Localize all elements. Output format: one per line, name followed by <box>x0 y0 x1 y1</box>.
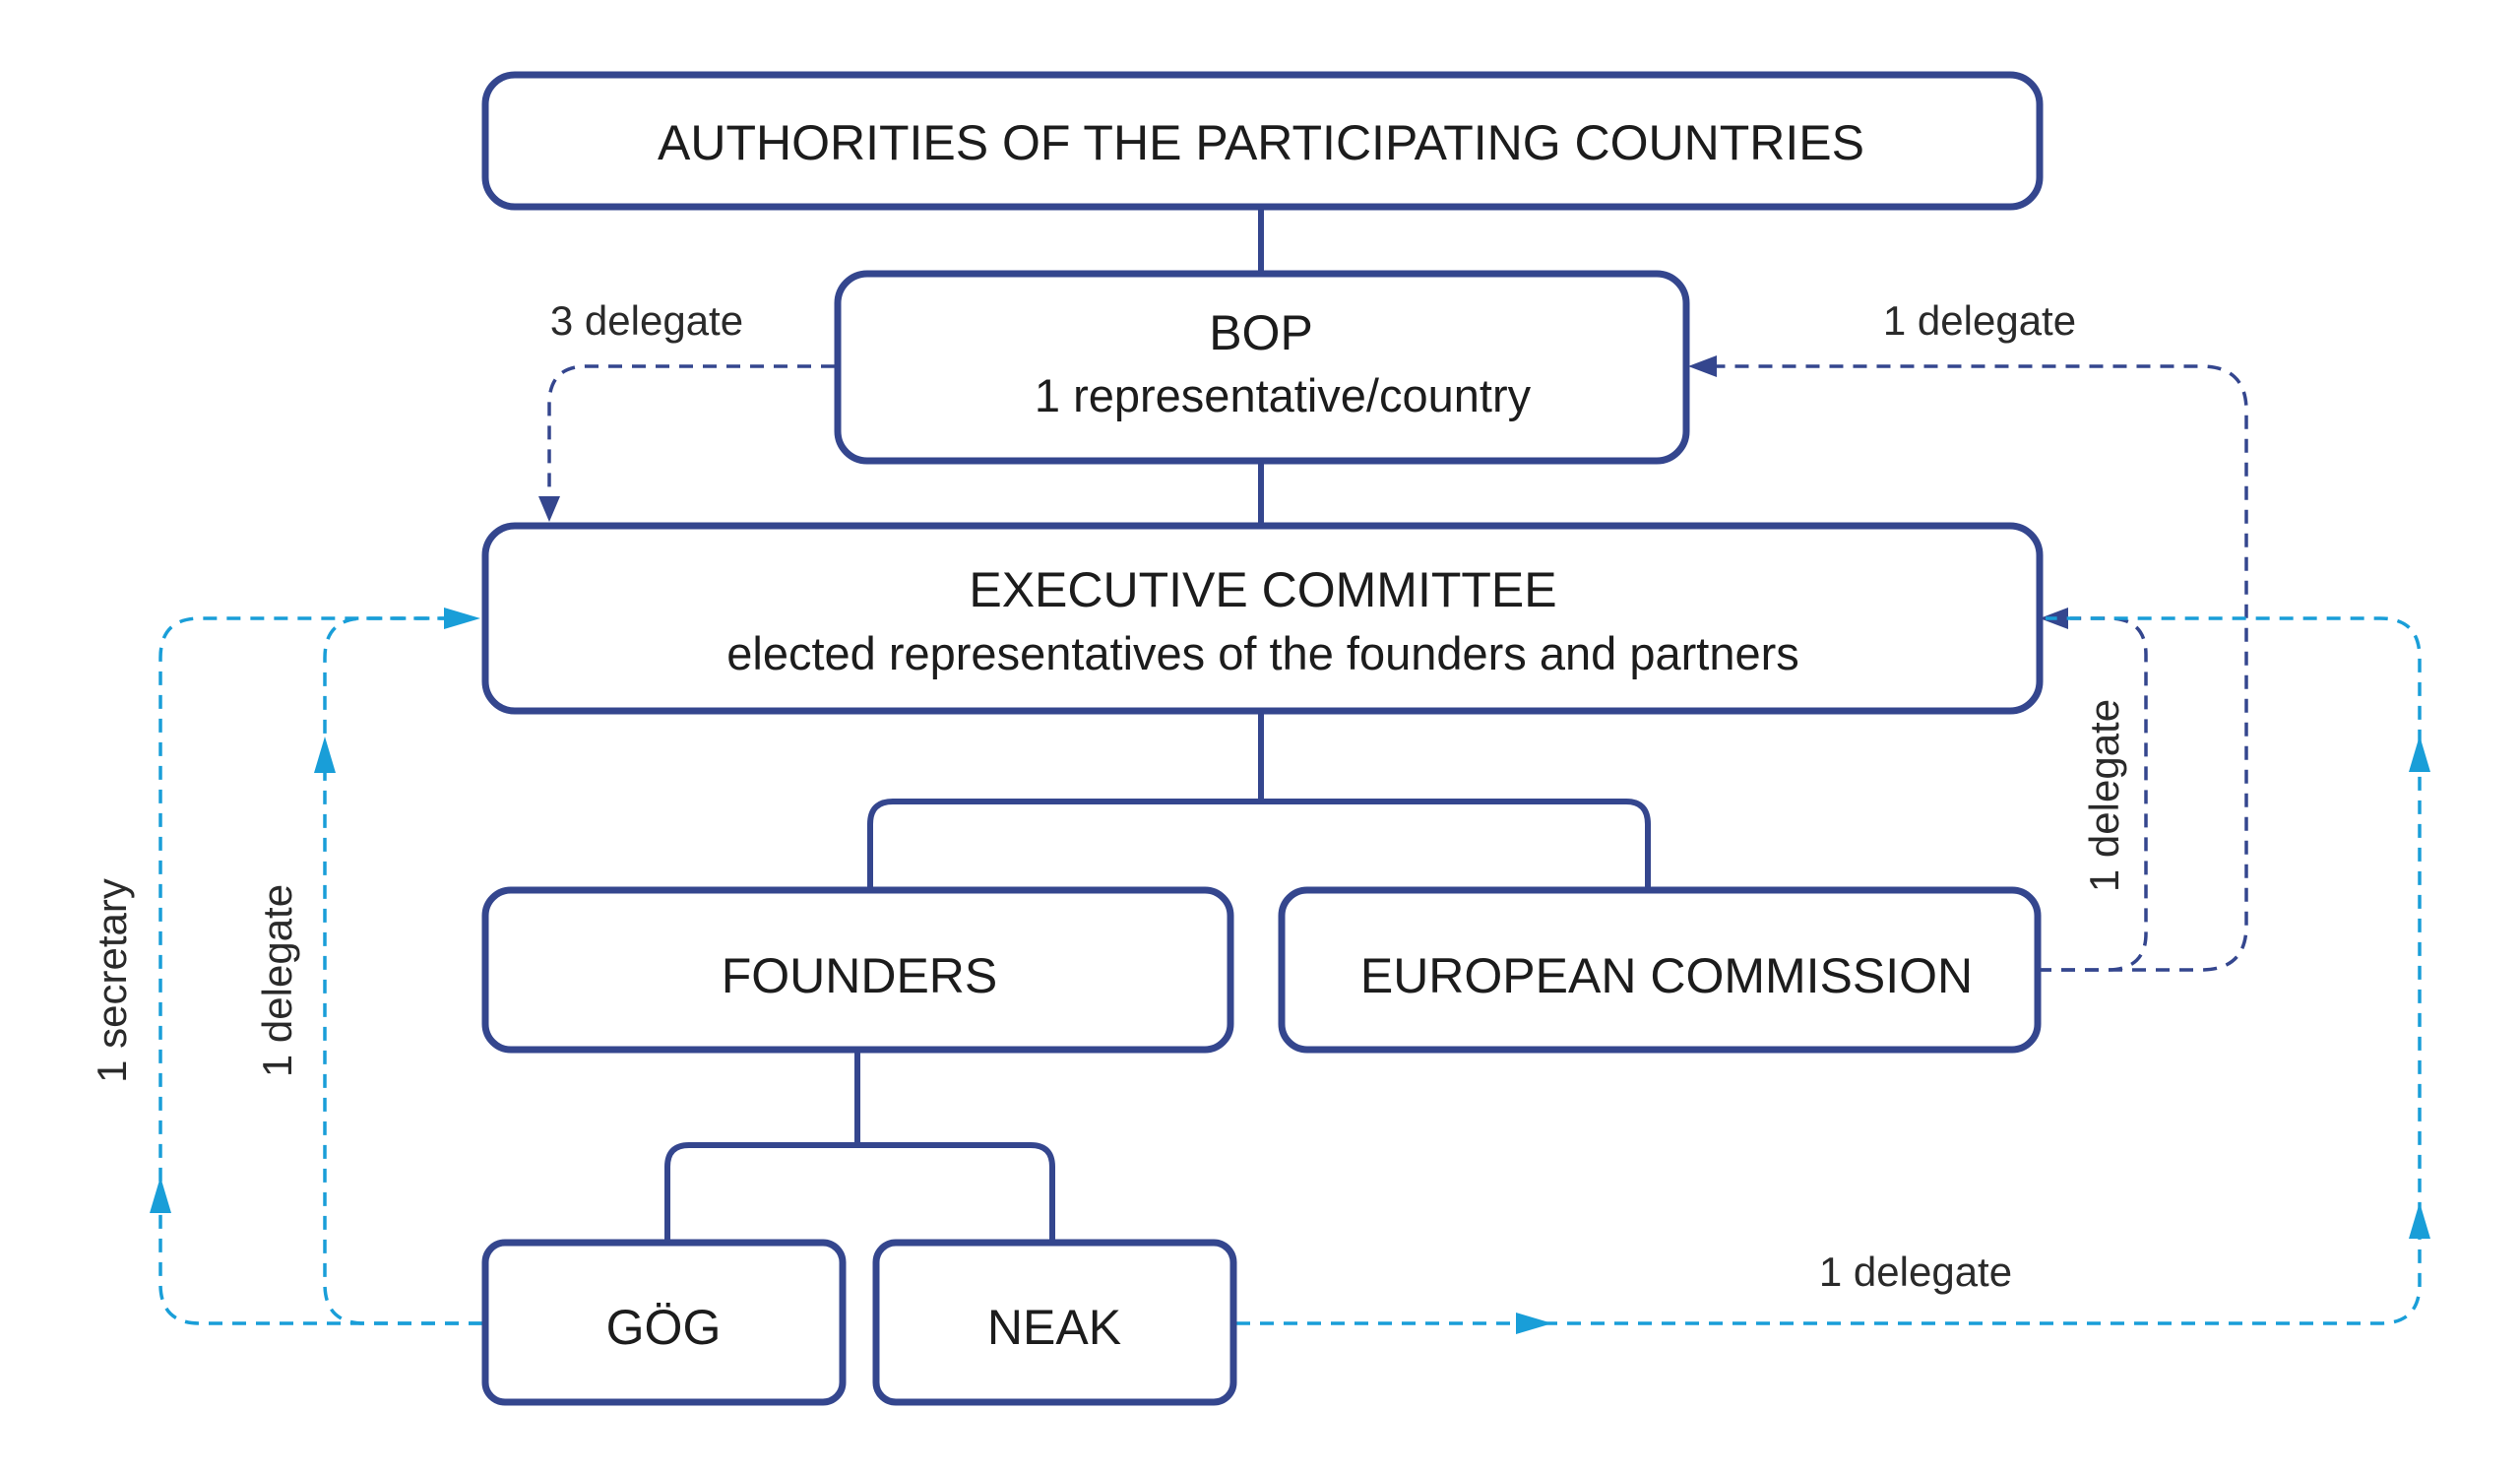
cyan-dashed-links <box>150 608 2430 1334</box>
edge-label-gog-secretary: 1 secretary <box>89 878 135 1083</box>
hierarchy-connectors <box>664 207 1651 1243</box>
arrow-down-executive <box>538 496 560 522</box>
connector-founders-gog-neak <box>664 1050 1055 1243</box>
node-authorities: AUTHORITIES OF THE PARTICIPATING COUNTRI… <box>481 71 2044 211</box>
edge-label-gog-delegate: 1 delegate <box>254 884 300 1077</box>
founders-label: FOUNDERS <box>722 948 998 1003</box>
ec-to-bop-dashed <box>1713 364 2248 972</box>
node-neak: NEAK <box>872 1239 1237 1406</box>
arrow-right-neak <box>1516 1313 1552 1334</box>
arrow-right-executive-1 <box>444 608 480 629</box>
bop-label: BOP <box>1209 305 1313 360</box>
gog-delegate-dashed <box>323 616 482 1325</box>
edge-label-ec-exec: 1 delegate <box>2081 699 2127 892</box>
arrow-up-secretary <box>150 1177 171 1213</box>
arrow-up-neak-lower <box>2409 1202 2430 1239</box>
gog-label: GÖG <box>606 1300 722 1355</box>
authorities-label: AUTHORITIES OF THE PARTICIPATING COUNTRI… <box>658 115 1864 170</box>
connector-executive-founders-ec <box>867 711 1651 890</box>
node-founders: FOUNDERS <box>481 886 1234 1054</box>
arrow-up-delegate <box>314 737 336 773</box>
edge-label-ec-bop: 1 delegate <box>1883 297 2076 344</box>
node-european-commission: EUROPEAN COMMISSION <box>1278 886 2042 1054</box>
neak-label: NEAK <box>987 1300 1121 1355</box>
european-commission-label: EUROPEAN COMMISSION <box>1360 948 1973 1003</box>
node-gog: GÖG <box>481 1239 847 1406</box>
executive-sublabel: elected representatives of the founders … <box>726 627 1799 679</box>
bop-to-executive-dashed <box>547 364 835 502</box>
edge-label-bop-exec: 3 delegate <box>550 297 743 344</box>
edge-label-neak: 1 delegate <box>1819 1249 2012 1295</box>
neak-delegate-dashed <box>1236 616 2422 1325</box>
arrow-left-bop <box>1688 355 1717 377</box>
gog-secretary-dashed <box>158 616 482 1325</box>
ec-to-executive-dashed <box>2038 616 2148 972</box>
node-bop: BOP 1 representative/country <box>834 270 1690 465</box>
executive-label: EXECUTIVE COMMITTEE <box>969 562 1556 617</box>
arrow-up-neak-upper <box>2409 736 2430 772</box>
bop-sublabel: 1 representative/country <box>1035 369 1532 421</box>
node-executive-committee: EXECUTIVE COMMITTEE elected representati… <box>481 522 2044 715</box>
